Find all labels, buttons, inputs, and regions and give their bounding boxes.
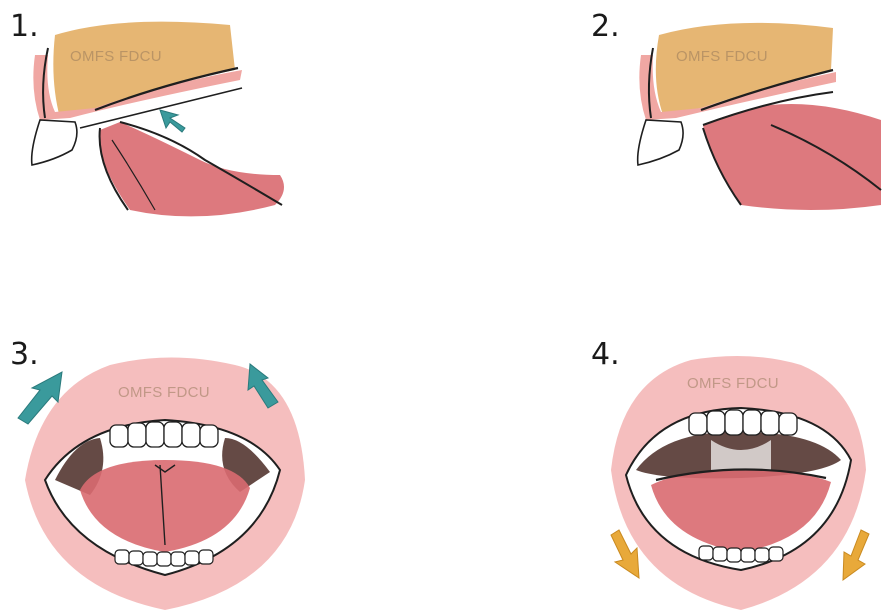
palate-bone [53, 22, 235, 118]
arrow-icon-upward-teal [160, 110, 185, 132]
frontal-illustration-3 [0, 320, 440, 614]
panel-3: 3. [0, 320, 440, 614]
arrow-icon-down-right-orange [843, 530, 869, 580]
panel-1: 1. OMFS FDCU [0, 0, 440, 300]
frontal-illustration-4 [441, 320, 882, 614]
tongue [99, 122, 284, 216]
panel-2: 2. OMFS FDCU [441, 0, 882, 300]
watermark: OMFS FDCU [687, 375, 779, 392]
sagittal-illustration-1 [0, 0, 440, 300]
sagittal-illustration-2 [441, 0, 882, 300]
panel-4: 4. [441, 320, 882, 614]
incisor-tooth [32, 120, 77, 165]
lower-teeth [115, 550, 213, 566]
tongue [703, 104, 881, 210]
watermark: OMFS FDCU [118, 384, 210, 401]
watermark: OMFS FDCU [70, 48, 162, 65]
watermark: OMFS FDCU [676, 48, 768, 65]
incisor-tooth [638, 120, 683, 165]
